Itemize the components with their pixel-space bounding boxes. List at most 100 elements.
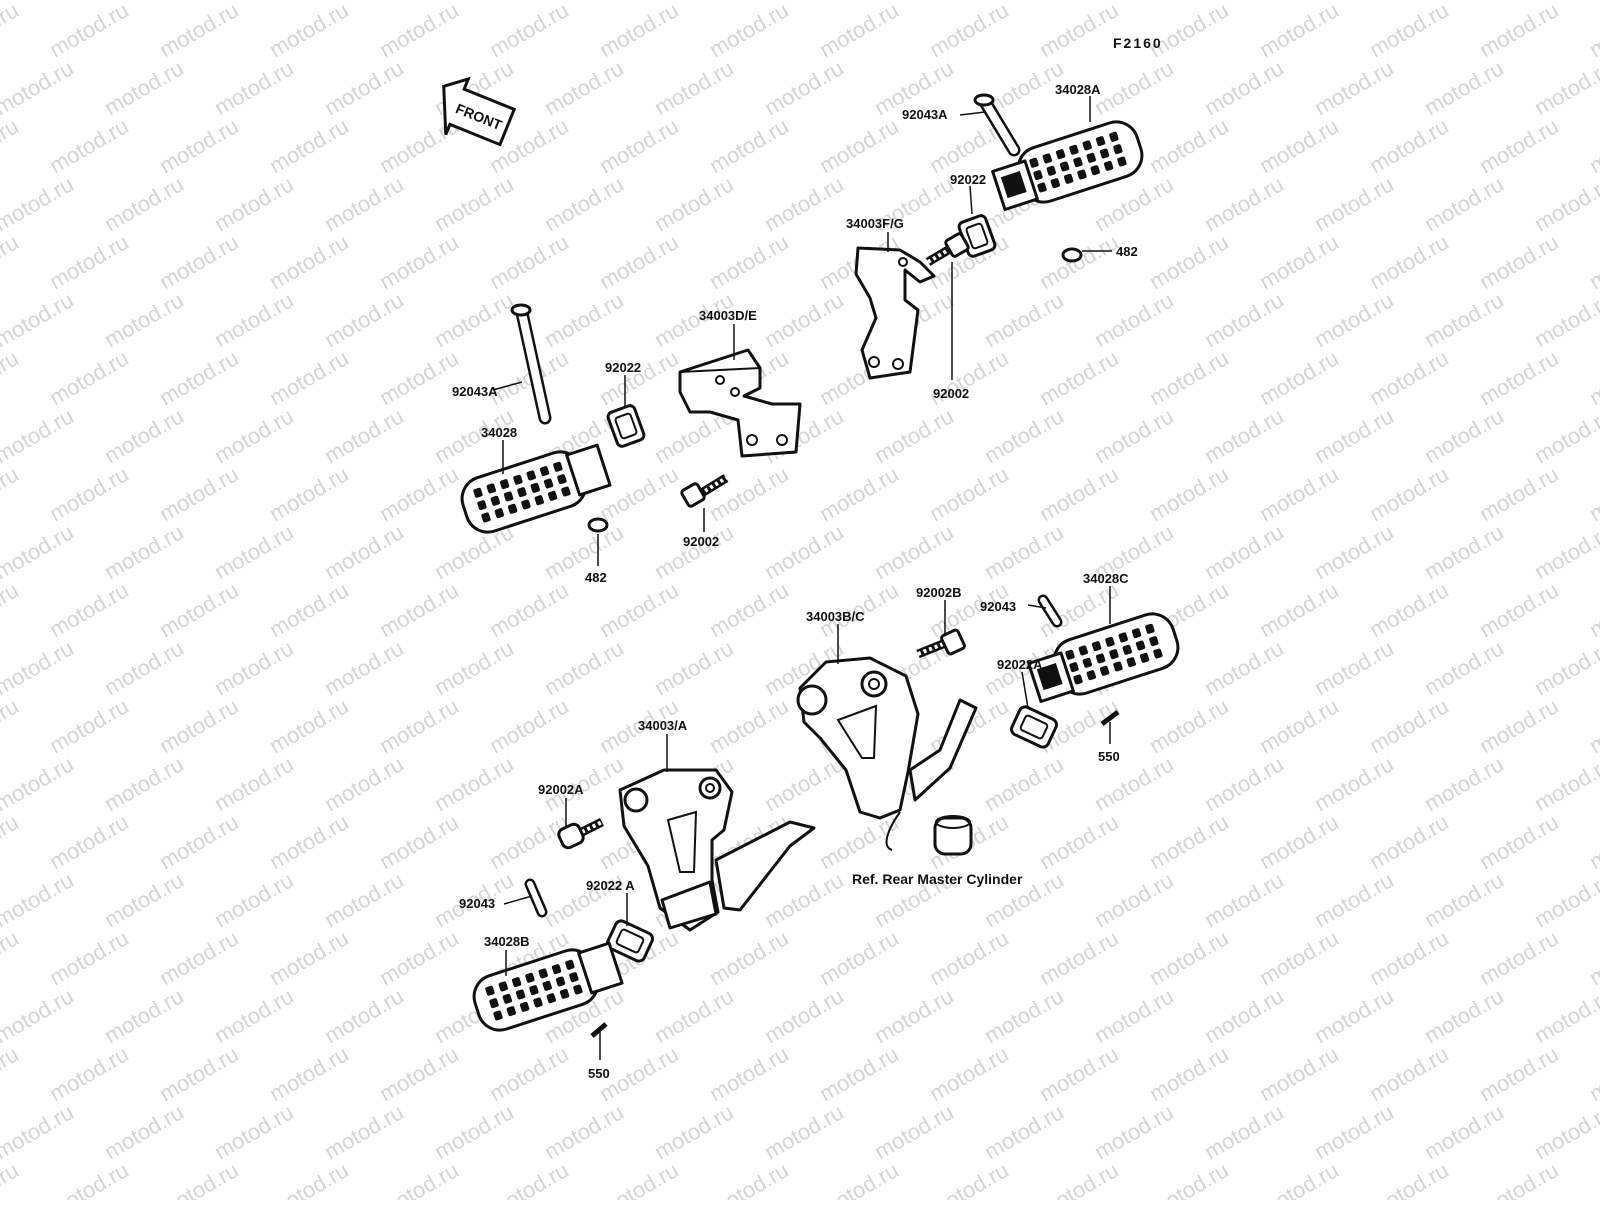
footpeg-rib [1073, 157, 1083, 168]
footpeg-rib [1153, 648, 1163, 659]
watermark-text: motod.ru [1585, 693, 1600, 758]
watermark-text: motod.ru [1145, 229, 1233, 294]
watermark-text: motod.ru [265, 461, 353, 526]
watermark-text: motod.ru [45, 693, 133, 758]
watermark-text: motod.ru [540, 171, 628, 236]
rubber-bushing [933, 815, 973, 856]
washer-92022-mid [606, 404, 646, 448]
footpeg-rib [538, 968, 548, 979]
watermark-text: motod.ru [1585, 1041, 1600, 1106]
watermark-text: motod.ru [155, 113, 243, 178]
watermark-text: motod.ru [1475, 809, 1563, 874]
watermark-text: motod.ru [320, 55, 408, 120]
watermark-text: motod.ru [1530, 751, 1600, 816]
footpeg-rib [1122, 644, 1132, 655]
watermark-text: motod.ru [430, 287, 518, 352]
bolt-92002b [916, 628, 966, 659]
footpeg-rib [502, 993, 512, 1004]
watermark-text: motod.ru [210, 171, 298, 236]
footpeg-rib [507, 503, 518, 514]
watermark-text: motod.ru [705, 1157, 793, 1200]
label-482-mid: 482 [585, 570, 607, 585]
label-34028: 34028 [481, 425, 517, 440]
watermark-text: motod.ru [1365, 229, 1453, 294]
watermark-text: motod.ru [1035, 229, 1123, 294]
watermark-text: motod.ru [0, 113, 23, 178]
pin-92043a-mid [510, 303, 552, 425]
footpeg-rib [553, 461, 563, 472]
watermark-text: motod.ru [1365, 1157, 1453, 1200]
footpeg-rib [1037, 182, 1047, 193]
watermark-text: motod.ru [0, 345, 23, 410]
watermark-text: motod.ru [100, 635, 188, 700]
watermark-text: motod.ru [595, 345, 683, 410]
footpeg-rib [546, 993, 556, 1004]
watermark-text: motod.ru [1530, 1099, 1600, 1164]
watermark-text: motod.ru [1475, 461, 1563, 526]
footpeg-rib [1046, 165, 1056, 176]
watermark-text: motod.ru [595, 461, 683, 526]
footpeg-rib [513, 474, 523, 485]
watermark-text: motod.ru [1475, 577, 1563, 642]
watermark-text: motod.ru [0, 403, 78, 468]
footpeg-rib [473, 487, 483, 498]
footpeg-rib [533, 997, 543, 1008]
footpeg-rib [551, 964, 562, 975]
watermark-text: motod.ru [815, 1157, 903, 1200]
bracket-34003a [618, 768, 816, 932]
watermark-text: motod.ru [1530, 171, 1600, 236]
footpeg-rib [1099, 148, 1110, 159]
footpeg-rib [1029, 157, 1039, 168]
watermark-text: motod.ru [1200, 1099, 1288, 1164]
footpeg-rib [1103, 160, 1114, 171]
watermark-text: motod.ru [980, 983, 1068, 1048]
watermark-text: motod.ru [1475, 0, 1563, 62]
watermark-text: motod.ru [1035, 0, 1123, 62]
watermark-text: motod.ru [1585, 229, 1600, 294]
watermark-text: motod.ru [0, 1041, 23, 1106]
watermark-text: motod.ru [265, 577, 353, 642]
bolt-92002-top [925, 232, 970, 266]
watermark-text: motod.ru [1145, 461, 1233, 526]
watermark-text: motod.ru [485, 0, 573, 62]
watermark-text: motod.ru [1475, 1041, 1563, 1106]
footpeg-rib [499, 479, 510, 490]
footpeg-rib [1055, 149, 1066, 160]
watermark-text: motod.ru [1420, 403, 1508, 468]
watermark-text: motod.ru [1475, 229, 1563, 294]
watermark-text: motod.ru [1365, 693, 1453, 758]
footpeg-rib [1131, 628, 1142, 639]
footpeg-rib [1095, 136, 1106, 147]
watermark-text: motod.ru [1090, 1099, 1178, 1164]
footpeg-rib [1059, 161, 1070, 172]
watermark-text: motod.ru [320, 1099, 408, 1164]
footpeg-rib [565, 959, 575, 970]
watermark-text: motod.ru [375, 0, 463, 62]
footpeg-rib [569, 972, 579, 983]
watermark-text: motod.ru [1310, 403, 1398, 468]
watermark-text: motod.ru [1530, 635, 1600, 700]
footpeg-rib [542, 980, 552, 991]
watermark-text: motod.ru [540, 519, 628, 584]
cotter-pin-482-top [1061, 247, 1083, 263]
watermark-text: motod.ru [1255, 1157, 1343, 1200]
footpeg-rib [1042, 153, 1052, 164]
watermark-text: motod.ru [1145, 113, 1233, 178]
footpeg-rib [1069, 144, 1079, 155]
watermark-text: motod.ru [1255, 693, 1343, 758]
label-92002a: 92002A [538, 782, 584, 797]
watermark-text: motod.ru [430, 635, 518, 700]
watermark-text: motod.ru [1200, 55, 1288, 120]
watermark-text: motod.ru [650, 635, 738, 700]
washer-92022a-left [606, 919, 654, 963]
watermark-text: motod.ru [595, 1157, 683, 1200]
footpeg-rib [559, 988, 570, 999]
watermark-text: motod.ru [650, 171, 738, 236]
watermark-text: motod.ru [1365, 113, 1453, 178]
footpeg-rib [543, 478, 554, 489]
watermark-text: motod.ru [45, 113, 133, 178]
label-550-right: 550 [1098, 749, 1120, 764]
watermark-text: motod.ru [1200, 171, 1288, 236]
footpeg-rib [539, 466, 550, 477]
watermark-text: motod.ru [210, 983, 298, 1048]
